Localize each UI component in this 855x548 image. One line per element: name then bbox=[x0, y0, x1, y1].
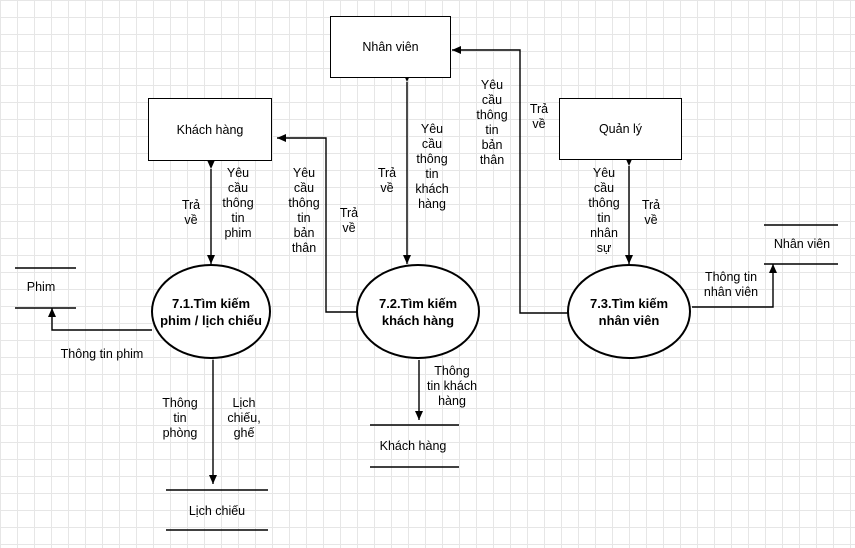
flow-label-yeu-cau-ban-than-kh: Yêu cầu thông tin bản thân bbox=[288, 166, 320, 255]
entity-quan-ly: Quản lý bbox=[559, 98, 682, 160]
flow-label-thong-tin-phong: Thông tin phòng bbox=[162, 396, 198, 440]
datastore-phim: Phim bbox=[26, 280, 56, 294]
process-7-2: 7.2.Tìm kiếm khách hàng bbox=[356, 264, 480, 359]
datastore-nhan-vien: Nhân viên bbox=[773, 237, 831, 251]
flow-72-kh-entity bbox=[277, 134, 358, 313]
process-7-1: 7.1.Tìm kiếm phim / lịch chiếu bbox=[151, 264, 271, 359]
flow-label-thong-tin-phim: Thông tin phim bbox=[60, 347, 144, 361]
datastore-lichchieu-lines bbox=[166, 489, 268, 531]
flow-label-tra-ve-kh-71: Trả về bbox=[181, 198, 201, 227]
entity-khach-hang: Khách hàng bbox=[148, 98, 272, 161]
flow-label-tra-ve-73-nv: Trả về bbox=[529, 102, 549, 131]
datastore-khachhang-lines bbox=[370, 424, 459, 468]
flow-label-tra-ve-nv-72: Trả về bbox=[377, 166, 397, 195]
flow-label-yeu-cau-phim: Yêu cầu thông tin phim bbox=[222, 166, 254, 240]
flow-73-nv-store bbox=[692, 264, 777, 308]
flow-71-phim bbox=[48, 308, 152, 331]
entity-nhan-vien: Nhân viên bbox=[330, 16, 451, 78]
datastore-khach-hang: Khách hàng bbox=[379, 439, 447, 453]
flow-73-nv-entity bbox=[452, 46, 568, 314]
flow-label-tra-ve-73-ql: Trả về bbox=[641, 198, 661, 227]
flow-label-thong-tin-nhan-vien: Thông tin nhân viên bbox=[703, 270, 759, 299]
flow-label-thong-tin-khach-hang: Thông tin khách hàng bbox=[426, 364, 478, 408]
flow-label-yeu-cau-nhan-su: Yêu cầu thông tin nhân sự bbox=[588, 166, 620, 255]
flow-label-yeu-cau-khach-hang: Yêu cầu thông tin khách hàng bbox=[415, 122, 449, 211]
datastore-phim-lines bbox=[15, 267, 76, 309]
datastore-nhanvien-lines bbox=[764, 224, 838, 265]
process-7-3: 7.3.Tìm kiếm nhân viên bbox=[567, 264, 691, 359]
datastore-lich-chieu: Lịch chiếu bbox=[188, 504, 246, 518]
flow-label-lich-chieu-ghe: Lịch chiếu, ghế bbox=[227, 396, 261, 440]
flow-label-tra-ve-72-kh: Trả về bbox=[339, 206, 359, 235]
flow-label-yeu-cau-ban-than-nv: Yêu cầu thông tin bản thân bbox=[476, 78, 508, 167]
